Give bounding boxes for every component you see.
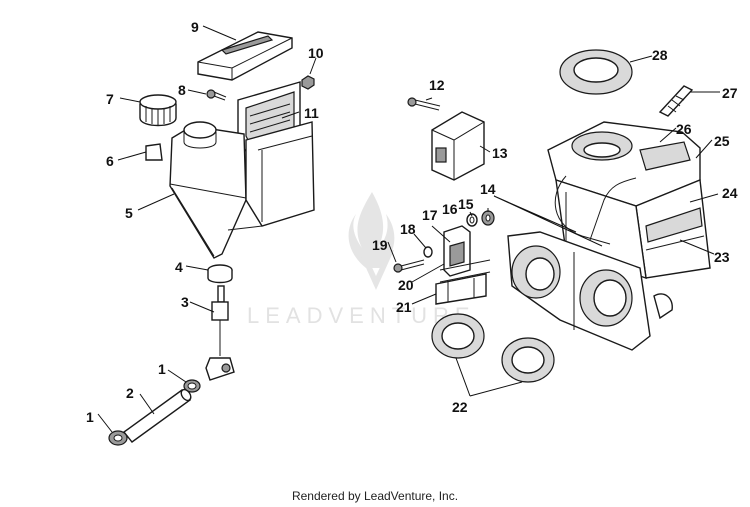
part-1-clamp-upper — [183, 379, 201, 393]
part-6-label — [145, 143, 163, 161]
part-12-bolt — [407, 97, 441, 111]
part-14-cable — [554, 175, 637, 245]
part-22-gasket-right — [501, 337, 555, 383]
callout-6: 6 — [106, 153, 114, 169]
callout-12: 12 — [429, 77, 445, 93]
callout-4: 4 — [175, 259, 183, 275]
callout-5: 5 — [125, 205, 133, 221]
part-21-base — [435, 273, 487, 305]
callouts: 9 10 8 11 7 6 5 4 3 1 2 1 12 13 14 15 16… — [86, 19, 738, 425]
callout-26: 26 — [676, 121, 692, 137]
part-15-washer — [481, 210, 495, 226]
part-26-housing-top — [547, 121, 701, 207]
part-28-foam-ring — [559, 49, 633, 95]
callout-15: 15 — [458, 196, 474, 212]
part-3-valve — [205, 285, 235, 381]
callout-9: 9 — [191, 19, 199, 35]
callout-21: 21 — [396, 299, 412, 315]
part-7-cap — [139, 94, 177, 127]
part-16-nut — [466, 213, 478, 227]
callout-22: 22 — [452, 399, 468, 415]
callout-19: 19 — [372, 237, 388, 253]
flame-logo-icon — [348, 192, 395, 290]
callout-18: 18 — [400, 221, 416, 237]
part-22-gasket-left — [431, 313, 485, 359]
callout-28: 28 — [652, 47, 668, 63]
part-1-clamp-lower — [108, 430, 128, 446]
part-9-cover — [197, 31, 293, 81]
part-4-grommet — [207, 264, 233, 284]
callout-1-upper: 1 — [158, 361, 166, 377]
callout-23: 23 — [714, 249, 730, 265]
callout-20: 20 — [398, 277, 414, 293]
part-17-switch — [443, 225, 471, 277]
callout-13: 13 — [492, 145, 508, 161]
callout-24: 24 — [722, 185, 738, 201]
callout-1-lower: 1 — [86, 409, 94, 425]
part-20-bracket — [439, 259, 491, 283]
part-8-screw — [206, 89, 227, 101]
watermark: LEADVENTURE — [247, 192, 476, 328]
callout-27: 27 — [722, 85, 738, 101]
callout-2: 2 — [126, 385, 134, 401]
part-5-tank — [169, 121, 315, 259]
callout-14: 14 — [480, 181, 496, 197]
watermark-text: LEADVENTURE — [247, 303, 476, 328]
leader-lines — [97, 25, 720, 433]
part-10-nut — [301, 75, 315, 90]
callout-17: 17 — [422, 207, 438, 223]
part-2-hose — [122, 388, 192, 443]
callout-10: 10 — [308, 45, 324, 61]
part-27-clip — [658, 85, 694, 117]
callout-3: 3 — [181, 294, 189, 310]
callout-25: 25 — [714, 133, 730, 149]
callout-11: 11 — [304, 105, 319, 121]
part-18-washer — [423, 246, 433, 258]
footer-credit: Rendered by LeadVenture, Inc. — [291, 489, 459, 503]
callout-8: 8 — [178, 82, 186, 98]
part-19-bolt — [393, 259, 425, 273]
part-13-module — [431, 111, 485, 181]
callout-16: 16 — [442, 201, 458, 217]
part-25-housing-side — [635, 179, 711, 279]
callout-7: 7 — [106, 91, 114, 107]
part-23-blower-housing — [507, 231, 673, 351]
